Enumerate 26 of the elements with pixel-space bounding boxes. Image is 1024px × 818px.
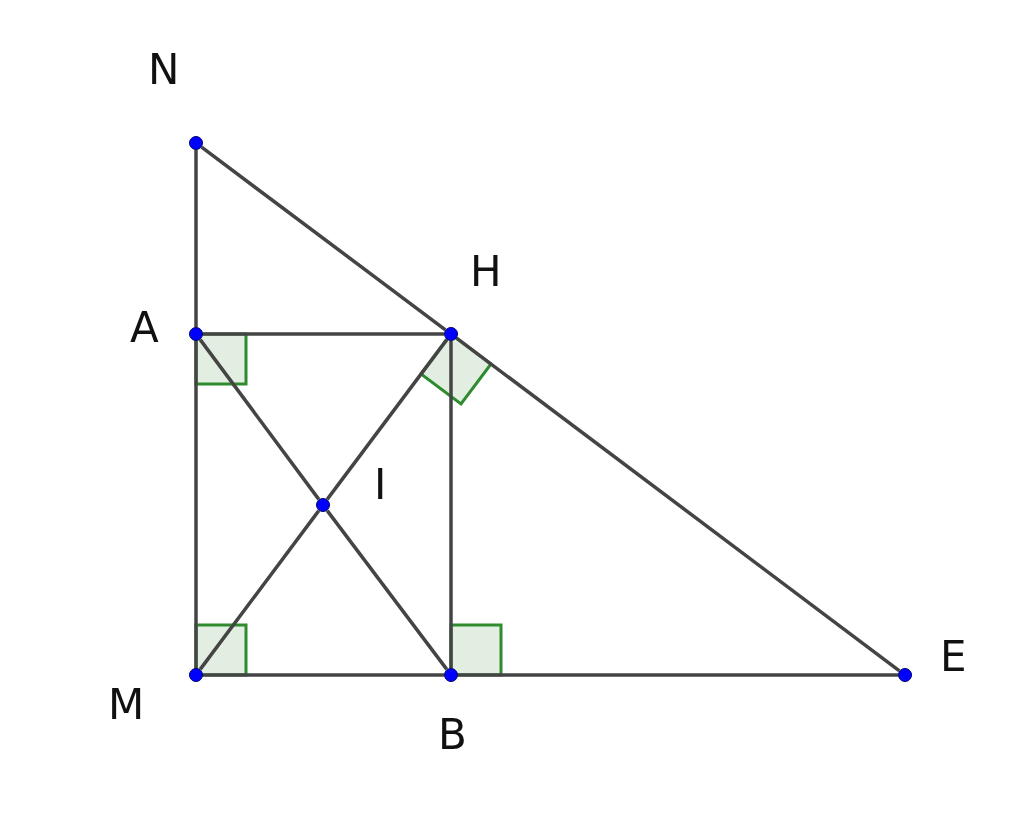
line-segment [325, 509, 449, 671]
point-label: E [940, 635, 967, 679]
point-label: H [470, 250, 502, 294]
point-label: N [148, 48, 180, 92]
point-marker [444, 668, 458, 682]
point-marker [444, 327, 458, 341]
line-segment [200, 145, 447, 332]
point-marker [189, 136, 203, 150]
point-label: M [108, 683, 145, 727]
point-label: A [130, 306, 159, 350]
point-label: B [438, 713, 467, 757]
line-segment [458, 673, 898, 677]
line-segment [325, 338, 449, 501]
line-segment [194, 341, 198, 668]
point-marker [189, 327, 203, 341]
line-segment [198, 509, 321, 671]
point-marker [316, 498, 330, 512]
line-segment [203, 332, 444, 336]
line-segment [194, 150, 198, 327]
point-marker [189, 668, 203, 682]
line-segment [198, 338, 321, 501]
point-marker [898, 668, 912, 682]
point-label: I [374, 463, 387, 507]
line-segment [449, 341, 453, 668]
line-segment [203, 673, 444, 677]
line-segment [455, 336, 901, 673]
